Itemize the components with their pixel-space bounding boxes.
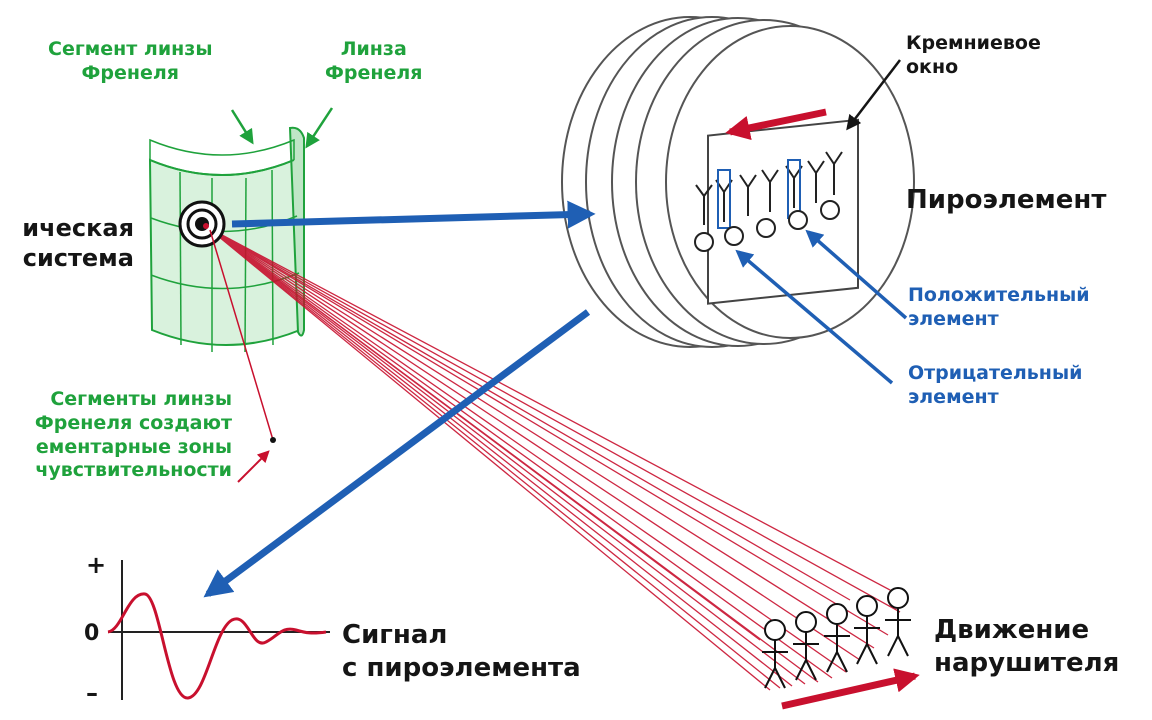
positive-element-label: Положительный элемент [908,284,1090,330]
sensitivity-zone-arrow [237,450,270,483]
intruder-figure [824,603,850,673]
fresnel-segment-label: Сегмент линзы Френеля [48,38,213,84]
detection-zone-beams [206,226,906,691]
intruder-figure [793,611,819,681]
intruder-figure [854,595,880,665]
axis-plus-label: + [86,551,107,579]
pyro-element-label: Пироэлемент [906,185,1107,215]
optical-system-label: ическая система [22,214,134,272]
silicon-window-label: Кремниевое окно [906,32,1041,78]
signal-label: Сигнал с пироэлемента [342,620,581,683]
window-motion-arrow [725,108,827,140]
segments-create-zones-label: Сегменты линзы Френеля создают ементарны… [34,388,232,482]
axis-minus-label: – [86,679,98,707]
fresnel-segment-arrow [230,109,254,145]
fresnel-lens-arrow [305,107,334,149]
intruder-motion-arrow [781,668,920,710]
positive-element-arrow [805,229,908,320]
intruder-figures [762,587,911,689]
sensitivity-zone-dot [270,437,276,443]
axis-zero-label: 0 [84,621,100,646]
lens-focus-point [178,200,226,248]
negative-element-label: Отрицательный элемент [908,362,1083,408]
negative-element-arrow [735,249,894,385]
pyro-sensing-elements [694,151,843,252]
optics-to-sensor-arrow [231,200,596,229]
intruder-figure [885,587,911,657]
intruder-figure [762,619,788,689]
sensitivity-zone-pointer [209,229,274,441]
sensor-to-signal-arrow [203,309,591,598]
signal-waveform [107,592,327,700]
silicon-window-arrow [846,59,901,131]
fresnel-lens-label: Линза Френеля [325,38,423,84]
intruder-motion-label: Движение нарушителя [934,615,1120,678]
signal-graph [107,560,330,700]
